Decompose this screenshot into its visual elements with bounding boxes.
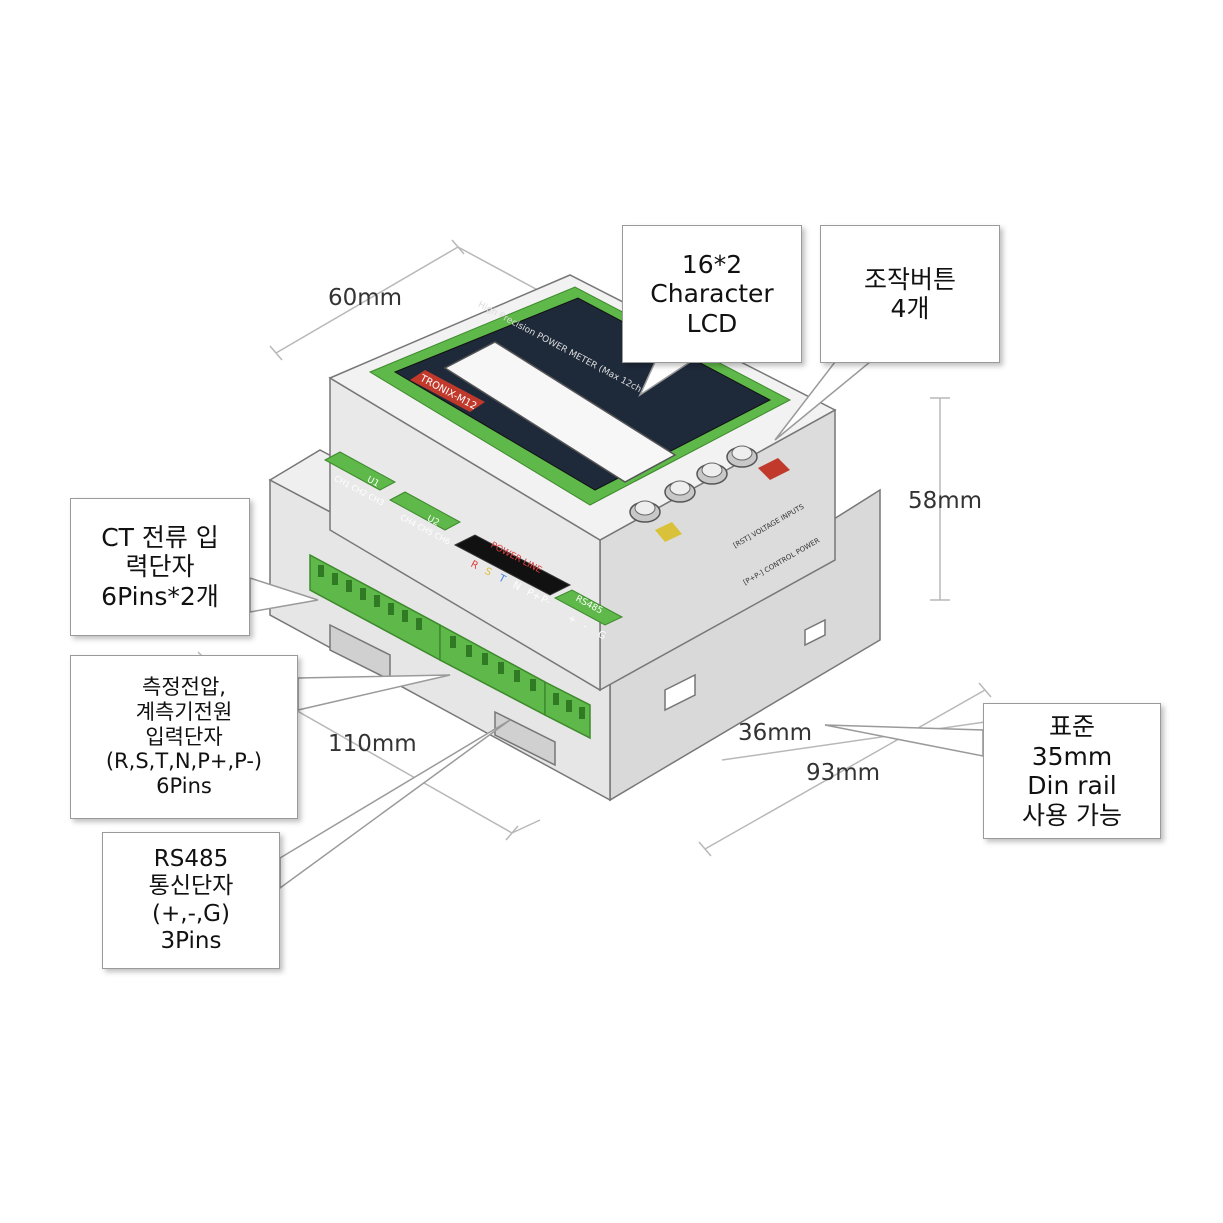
callout-rs485-line-3: (+,-,G): [152, 900, 230, 927]
button-4[interactable]: [726, 445, 758, 468]
callout-voltage-input-line-2: 계측기전원: [135, 699, 233, 724]
callout-buttons-line-2: 4개: [890, 294, 930, 323]
callout-lcd-line-2: Character: [650, 279, 774, 309]
callout-lcd-line-3: LCD: [686, 308, 738, 338]
device-body: TRONIX-M12 High Precision POWER METER (M…: [268, 274, 881, 802]
rs485-pin-2: -: [581, 621, 590, 633]
button-2[interactable]: [664, 480, 696, 503]
callout-rs485-line-2: 통신단자: [148, 873, 234, 900]
callout-din-rail-line-4: 사용 가능: [1022, 800, 1122, 830]
din-rail-clips: [329, 618, 826, 767]
button-3[interactable]: [696, 462, 728, 485]
dimension-width-top: 60mm: [328, 285, 403, 311]
callout-lcd-line-1: 16*2: [681, 249, 743, 279]
terminal-blocks: [309, 553, 591, 740]
callout-rs485-line-4: 3Pins: [160, 927, 222, 954]
power-line-pin-2: S: [483, 566, 494, 579]
callout-buttons-line-1: 조작버튼: [863, 264, 956, 294]
callout-buttons: 조작버튼 4개: [820, 225, 1000, 363]
callout-ct-input-line-1: CT 전류 입: [101, 522, 219, 552]
button-1[interactable]: [629, 500, 661, 523]
callout-ct-input-line-2: 력단자: [125, 552, 195, 582]
callout-din-rail-line-1: 표준: [1048, 712, 1095, 741]
dimension-depth: 93mm: [806, 760, 881, 786]
dimension-rail-depth: 36mm: [738, 720, 813, 746]
callout-voltage-input: 측정전압, 계측기전원 입력단자 (R,S,T,N,P+,P-) 6Pins: [70, 655, 298, 819]
callout-rs485: RS485 통신단자 (+,-,G) 3Pins: [102, 832, 280, 969]
callout-din-rail-line-3: Din rail: [1027, 771, 1117, 800]
callout-lcd: 16*2 Character LCD: [622, 225, 802, 363]
callout-din-rail-line-2: 35mm: [1031, 741, 1113, 771]
dimension-length: 110mm: [328, 731, 417, 757]
callout-ct-input: CT 전류 입 력단자 6Pins*2개: [70, 498, 250, 636]
callout-rs485-line-1: RS485: [153, 846, 229, 873]
callout-voltage-input-line-4: (R,S,T,N,P+,P-): [105, 749, 263, 774]
callout-pointers: [249, 361, 984, 890]
callout-voltage-input-line-5: 6Pins: [156, 774, 212, 799]
dimension-height: 58mm: [908, 488, 983, 514]
control-buttons: [629, 445, 758, 523]
power-line-pin-1: R: [469, 559, 480, 572]
callout-voltage-input-line-1: 측정전압,: [142, 675, 226, 700]
power-line-pin-4: N: [511, 580, 523, 593]
callout-din-rail: 표준 35mm Din rail 사용 가능: [983, 703, 1161, 839]
callout-ct-input-line-3: 6Pins*2개: [101, 581, 219, 611]
callout-voltage-input-line-3: 입력단자: [145, 724, 223, 749]
